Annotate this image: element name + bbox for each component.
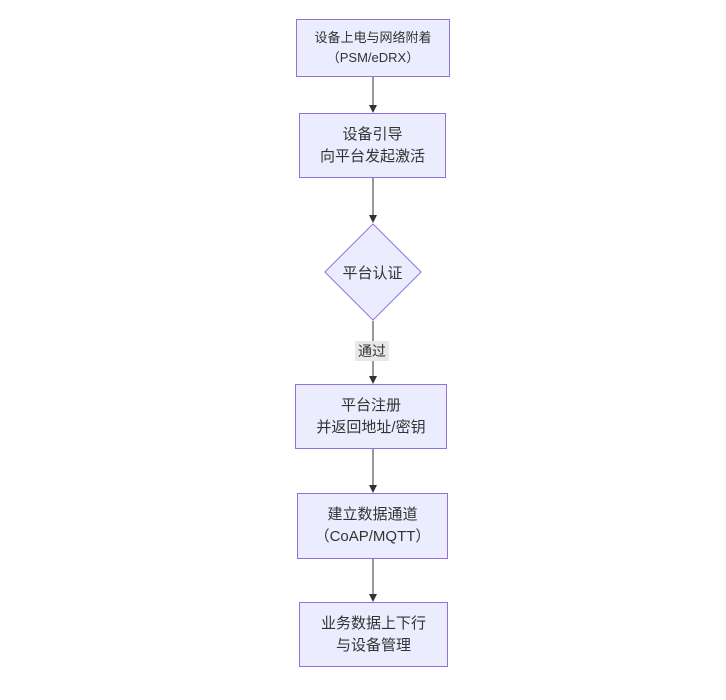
arrowhead-icon	[368, 376, 377, 384]
node-data-channel: 建立数据通道 （CoAP/MQTT）	[297, 493, 448, 559]
node-text-line: 业务数据上下行	[320, 614, 426, 632]
node-text-line: 建立数据通道	[327, 506, 418, 523]
arrowhead-icon	[368, 215, 377, 223]
node-business-data: 业务数据上下行 与设备管理	[299, 602, 448, 667]
edge-bootstrap-to-auth	[368, 178, 377, 223]
arrowhead-icon	[368, 485, 377, 493]
edge-line	[372, 449, 373, 487]
node-platform-register: 平台注册 并返回地址/密钥	[295, 384, 447, 449]
node-device-power-attach: 设备上电与网络附着 （PSM/eDRX）	[296, 19, 450, 77]
node-text-line: 向平台发起激活	[319, 147, 425, 165]
node-text-line: 设备上电与网络附着	[314, 30, 432, 45]
node-text-line: 设备引导	[342, 125, 403, 143]
decision-label: 平台认证	[342, 264, 403, 282]
edge-register-to-channel	[368, 449, 377, 493]
edge-line	[372, 559, 373, 596]
edge-channel-to-business	[368, 559, 377, 602]
edge-power-to-bootstrap	[368, 77, 377, 113]
node-text-line: （CoAP/MQTT）	[314, 528, 431, 545]
edge-line	[372, 77, 373, 107]
edge-line	[372, 178, 373, 217]
node-device-bootstrap: 设备引导 向平台发起激活	[299, 113, 446, 178]
arrowhead-icon	[368, 594, 377, 602]
edge-label-pass: 通过	[355, 341, 389, 361]
node-text-line: 并返回地址/密钥	[316, 418, 426, 436]
arrowhead-icon	[368, 105, 377, 113]
node-text-line: 与设备管理	[335, 636, 411, 654]
decision-platform-auth: 平台认证	[323, 223, 422, 321]
node-text-line: 平台注册	[340, 396, 401, 414]
node-text-line: （PSM/eDRX）	[326, 50, 420, 65]
